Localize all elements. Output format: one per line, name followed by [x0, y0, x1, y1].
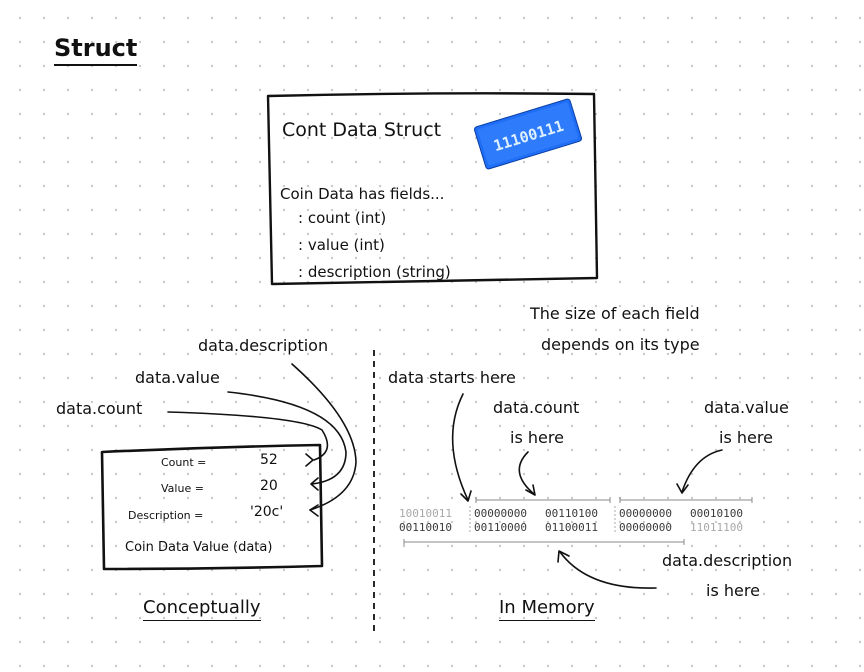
- label-value-mem-line2: is here: [719, 428, 773, 447]
- row-value-value: 20: [260, 478, 278, 494]
- struct-field-count: : count (int): [298, 209, 387, 227]
- mem-byte-r2-1: 00110000: [474, 521, 527, 534]
- struct-field-value: : value (int): [298, 236, 385, 254]
- arrow-description-mem-head: [557, 550, 570, 563]
- label-data-count: data.count: [56, 399, 143, 418]
- row-value-label: Value =: [161, 482, 204, 495]
- struct-card-title: Cont Data Struct: [282, 119, 442, 141]
- arrow-starts-head: [460, 490, 472, 502]
- label-count-mem-line1: data.count: [493, 398, 580, 417]
- size-note-line1: The size of each field: [530, 304, 700, 323]
- arrow-value-mem: [681, 449, 723, 493]
- label-data-description: data.description: [198, 336, 329, 355]
- arrow-value-mem-head: [676, 483, 689, 494]
- mem-byte-r1-3: 00000000: [619, 507, 672, 520]
- mem-byte-r2-4: 11011100: [690, 521, 743, 534]
- mem-byte-r2-2: 01100011: [545, 521, 598, 534]
- mem-byte-r2-0: 00110010: [399, 521, 452, 534]
- label-value-mem-line1: data.value: [704, 398, 789, 417]
- arrow-count: [167, 411, 329, 461]
- row-description-label: Description =: [128, 509, 204, 522]
- label-description-mem-line1: data.description: [662, 551, 793, 570]
- row-description-value: '20c': [250, 504, 284, 520]
- row-count-value: 52: [260, 452, 278, 468]
- arrow-count-mem-head: [525, 484, 536, 496]
- label-data-starts-here: data starts here: [388, 368, 516, 387]
- mem-byte-r1-0: 10010011: [399, 507, 452, 520]
- arrow-value-head: [310, 477, 319, 491]
- arrow-count-mem: [518, 451, 535, 495]
- arrow-starts-here: [451, 393, 469, 501]
- binary-chip-icon: 11100111: [473, 98, 583, 170]
- mem-byte-r1-4: 00010100: [690, 507, 743, 520]
- mem-byte-r1-2: 00110100: [545, 507, 598, 520]
- mem-byte-r2-3: 00000000: [619, 521, 672, 534]
- struct-intro: Coin Data has fields...: [280, 185, 445, 203]
- value-box-outline: [100, 443, 324, 571]
- arrow-description-mem: [559, 551, 657, 589]
- struct-field-description: : description (string): [298, 263, 451, 281]
- label-description-mem-line2: is here: [706, 581, 760, 600]
- heading-conceptually: Conceptually: [143, 597, 261, 621]
- value-box-footer: Coin Data Value (data): [125, 540, 273, 555]
- size-note-line2: depends on its type: [541, 335, 700, 354]
- row-count-label: Count =: [161, 456, 207, 469]
- mem-byte-r1-1: 00000000: [474, 507, 527, 520]
- arrow-value: [227, 391, 347, 485]
- label-count-mem-line2: is here: [510, 428, 564, 447]
- arrow-count-head: [305, 453, 314, 467]
- arrow-description-head: [309, 504, 319, 517]
- arrow-description: [291, 363, 357, 511]
- heading-in-memory: In Memory: [499, 597, 595, 621]
- label-data-value: data.value: [135, 368, 220, 387]
- page-title: Struct: [54, 34, 138, 66]
- struct-card-outline: [266, 92, 599, 286]
